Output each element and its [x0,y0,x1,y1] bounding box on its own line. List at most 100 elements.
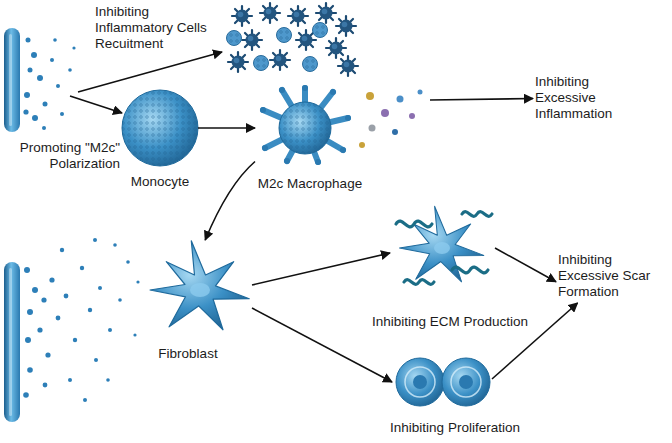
release-arrow [78,52,222,92]
illustration-part [94,358,98,362]
release-rod [4,262,20,422]
flow-arrow [205,162,255,241]
illustration-part [72,46,75,49]
illustration-part [80,266,84,270]
illustration-part [60,248,64,252]
illustration-part [24,267,30,273]
illustration-part [25,337,31,343]
illustration-part [313,23,328,38]
illustration-part [113,243,117,247]
illustration-part [434,242,450,254]
illustration-part [359,142,365,148]
cell-caption: Inhibiting ECM Production [372,314,528,330]
illustration-part [68,68,72,72]
illustration-part [254,56,269,71]
illustration-part [345,115,351,121]
illustration-part [263,88,348,162]
illustration-part [277,28,292,43]
illustration-part [43,383,48,388]
illustration-part [37,75,43,81]
illustration-part [23,392,29,398]
cell-caption: M2c Macrophage [258,176,362,192]
illustration-part [260,107,266,113]
illustration-part [242,30,262,50]
illustration-part [108,328,112,332]
illustration-part [336,16,356,36]
illustration-part [37,327,42,332]
fibroblast-node: Fibroblast [148,240,252,340]
illustration-part [405,367,435,397]
illustration-part [409,113,415,119]
release-arrow [70,96,122,113]
proliferation-node: Inhibiting Proliferation [392,352,492,412]
illustration-part [28,68,33,73]
illustration-part [381,109,389,117]
illustration-part [50,58,54,62]
illustration-part [136,280,139,283]
illustration-part [4,262,20,422]
macrophage-illustration [260,85,423,165]
illustration-part [118,298,122,302]
outcome-text: Inhibiting Excessive Scar Formation [556,250,664,303]
illustration-part [316,3,336,23]
illustration-part [56,316,61,321]
illustration-part [27,309,33,315]
illustration-part [303,57,318,72]
illustration-part [418,90,423,95]
illustration-part [279,102,331,154]
node-text: Inhibiting Excessive Inflammation [535,74,641,123]
illustration-part [41,297,46,302]
illustration-part [9,268,12,416]
illustration-part [73,338,77,342]
illustration-part [31,52,37,58]
illustration-part [53,38,57,42]
illustration-part [369,125,376,132]
illustration-part [23,109,28,114]
illustration-part [279,87,285,93]
cell-caption: Fibroblast [158,346,217,362]
illustration-part [122,90,198,166]
macrophage-node: M2c Macrophage [255,85,430,170]
illustration-part [397,96,404,103]
illustration-part [126,260,130,264]
illustration-part [24,92,30,98]
illustration-part [4,28,20,132]
illustration-part [49,277,54,282]
flow-arrow [430,99,533,101]
illustration-part [459,375,473,389]
release-rod [4,28,20,132]
illustration-part [27,367,33,373]
outcome-text: Inhibiting Excessive Inflammation [533,72,643,125]
illustration-part [270,50,290,70]
illustration-part [260,3,280,23]
illustration-part [26,38,31,43]
illustration-part [88,308,92,312]
illustration-part [93,238,97,242]
inflammatory-cells [227,3,359,76]
illustration-part [404,280,434,285]
illustration-part [396,358,444,406]
illustration-part [366,92,374,100]
illustration-part [232,6,252,26]
illustration-part [68,378,72,382]
illustration-part [122,90,198,166]
illustration-part [9,34,12,126]
arrow-label: Promoting "M2c" Polarization [3,140,120,172]
fibroblast-illustration [150,241,249,330]
illustration-part [228,52,248,72]
illustration-part [32,115,38,121]
flow-arrow [198,127,255,129]
monocyte-illustration [122,90,198,166]
illustration-part [42,126,46,130]
illustration-part [262,145,268,151]
illustration-part [442,358,490,406]
illustration-part [340,147,346,153]
illustration-part [396,221,432,227]
illustration-part [32,287,38,293]
monocyte-node: Monocyte [122,90,198,166]
proliferation-illustration [396,358,490,406]
illustration-part [60,112,64,116]
illustration-part [462,212,492,217]
illustration-part [392,129,398,135]
